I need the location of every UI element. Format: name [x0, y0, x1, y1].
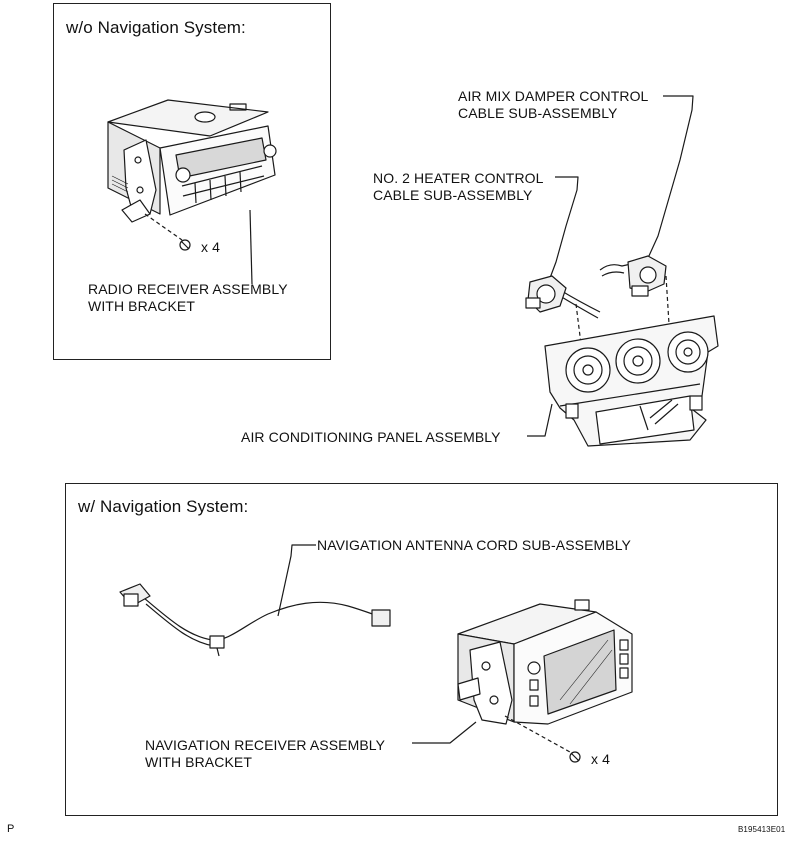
nav-receiver-label: NAVIGATION RECEIVER ASSEMBLY WITH BRACKE…	[145, 737, 386, 770]
radio-receiver-drawing	[107, 99, 277, 285]
figure-code: B195413E01	[738, 825, 786, 834]
radio-receiver-label: RADIO RECEIVER ASSEMBLY WITH BRACKET	[88, 281, 288, 314]
screw-quantity-top: x 4	[201, 239, 220, 255]
nav-antenna-cord-drawing	[119, 544, 391, 657]
air-mix-cable-drawing	[599, 95, 694, 341]
footer-left-mark: P	[7, 823, 15, 835]
panel-without-navigation	[53, 3, 331, 360]
ac-panel-label: AIR CONDITIONING PANEL ASSEMBLY	[241, 429, 501, 445]
panel-top-title: w/o Navigation System:	[66, 18, 246, 37]
panel-with-navigation	[65, 483, 778, 816]
nav-receiver-drawing	[412, 599, 633, 763]
ac-panel-drawing	[527, 315, 719, 447]
air-mix-cable-label: AIR MIX DAMPER CONTROL CABLE SUB-ASSEMBL…	[458, 88, 649, 121]
screw-quantity-bottom: x 4	[591, 751, 610, 767]
heater-cable-drawing	[525, 176, 601, 353]
panel-bottom-title: w/ Navigation System:	[78, 497, 249, 516]
nav-antenna-label: NAVIGATION ANTENNA CORD SUB-ASSEMBLY	[317, 537, 631, 553]
heater-cable-label: NO. 2 HEATER CONTROL CABLE SUB-ASSEMBLY	[373, 170, 544, 203]
